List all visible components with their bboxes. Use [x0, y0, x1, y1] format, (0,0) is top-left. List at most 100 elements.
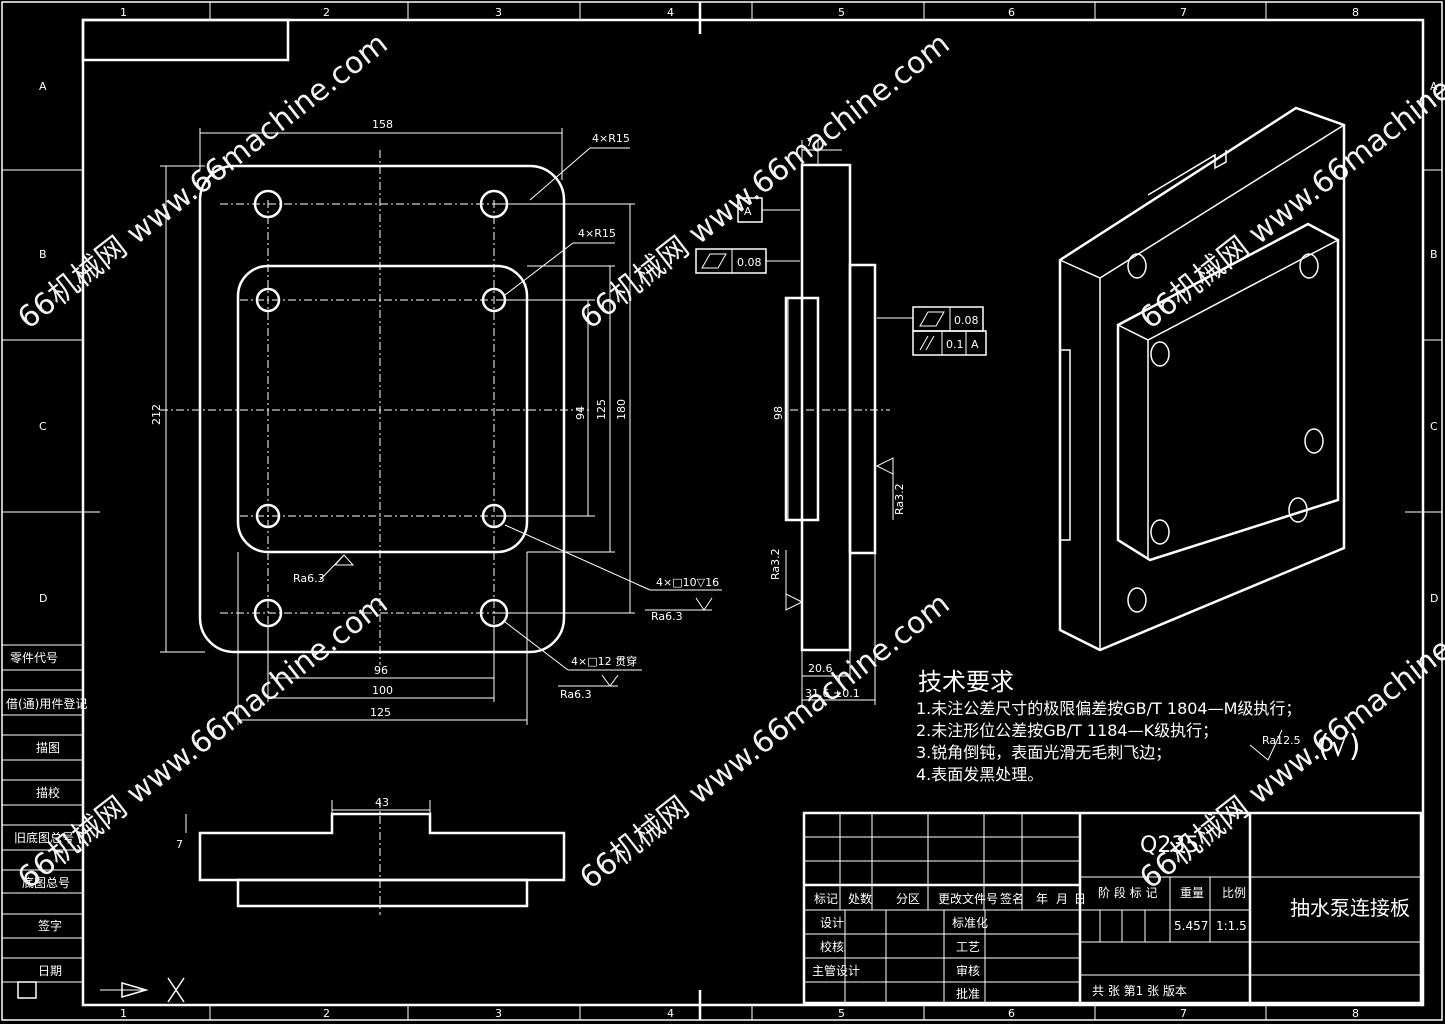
header: 标记	[814, 892, 838, 906]
sidebar-label: 描校	[36, 785, 60, 800]
row-label: D	[39, 592, 47, 605]
grid-columns-bottom: 1 2 3 4 5 6 7 8	[120, 1007, 1359, 1020]
flatness-value-2: 0.08	[954, 314, 979, 327]
parallel-frame	[912, 330, 987, 356]
row-label: C	[1430, 420, 1438, 433]
col-label: 1	[120, 1007, 127, 1020]
hole	[253, 189, 283, 219]
dim-125-h: 125	[370, 706, 391, 719]
dim-94: 94	[574, 406, 587, 420]
sidebar-label: 底图总号	[22, 875, 70, 890]
iso-hole	[1150, 519, 1170, 545]
ra-mark: Ra6.3	[651, 610, 683, 623]
side-boss	[848, 263, 877, 555]
thread-callout-2: 4×□12 贯穿	[571, 654, 637, 668]
grid-rows: A B C D A B C D	[39, 80, 1438, 605]
flatness-icon	[919, 311, 945, 327]
sidebar-label: 描图	[36, 741, 60, 755]
cross-mark-icon	[167, 977, 185, 1003]
datum-a: A	[744, 205, 752, 218]
col-label: 7	[1180, 6, 1187, 19]
tech-item: 4.表面发黑处理。	[916, 765, 1043, 784]
role: 审核	[956, 963, 980, 978]
thread-callout-1: 4×□10▽16	[656, 576, 719, 589]
row-label: A	[39, 80, 47, 93]
square-symbol	[17, 981, 37, 999]
dim-31-6: 31.6 ±0.1	[805, 687, 860, 700]
weight: 5.457	[1174, 919, 1208, 933]
stage-header: 重量	[1180, 886, 1204, 900]
header: 处数	[848, 891, 872, 906]
tech-item: 3.锐角倒钝，表面光滑无毛刺飞边；	[916, 743, 1171, 762]
bottom-view: 43 7	[176, 796, 566, 915]
side-view: 7 A 0.08 0.08 0.1 A 98 Ra3.2 Ra3.2	[695, 136, 987, 705]
col-label: 5	[838, 1007, 845, 1020]
col-label: 4	[667, 6, 674, 19]
outer-plate	[198, 164, 566, 654]
sidebar-label: 日期	[38, 964, 62, 978]
header: 月	[1056, 892, 1068, 906]
iso-hole	[1150, 341, 1170, 367]
parallel-icon	[919, 335, 935, 351]
ra-mark-left: Ra3.2	[769, 548, 782, 580]
iso-hole	[1299, 253, 1319, 279]
col-label: 6	[1008, 6, 1015, 19]
scale: 1:1.5	[1216, 919, 1247, 933]
sidebar-label: 借(通)用件登记	[6, 696, 87, 711]
header: 签名	[1000, 891, 1024, 906]
dim-212: 212	[150, 404, 163, 425]
iso-hole	[1288, 497, 1308, 523]
isometric-view	[1058, 106, 1346, 652]
watermark: 66机械网 www.66machine.com	[11, 26, 394, 336]
dim-r15-inner: 4×R15	[578, 227, 616, 240]
role: 批准	[956, 986, 980, 1001]
col-label: 3	[495, 1007, 502, 1020]
tech-title: 技术要求	[918, 668, 1014, 696]
ra-mark-right: Ra3.2	[893, 483, 906, 515]
watermarks: 66机械网 www.66machine.com 66机械网 www.66mach…	[11, 26, 1445, 896]
role: 主管设计	[812, 963, 860, 978]
col-label: 3	[495, 6, 502, 19]
header: 年	[1036, 892, 1048, 906]
roughness-symbol: (√)	[1318, 729, 1361, 764]
row-label: C	[39, 420, 47, 433]
role: 设计	[820, 916, 844, 930]
row-label: D	[1430, 592, 1438, 605]
tech-item: 1.未注公差尺寸的极限偏差按GB/T 1804—M级执行；	[916, 699, 1301, 718]
col-label: 6	[1008, 1007, 1015, 1020]
iso-hole	[1304, 428, 1324, 454]
dim-96: 96	[374, 664, 388, 677]
iso-hole	[1127, 587, 1147, 613]
col-label: 8	[1352, 1007, 1359, 1020]
sheet-info: 共 张 第1 张 版本	[1092, 984, 1187, 998]
left-sidebar: 零件代号 借(通)用件登记 描图 描校 旧底图总号 底图总号 签字 日期	[2, 644, 185, 1003]
sidebar-label: 零件代号	[10, 651, 58, 665]
code-box	[81, 18, 290, 62]
col-label: 5	[838, 6, 845, 19]
watermark: 66机械网 www.66machine.com	[573, 26, 956, 336]
dim-158: 158	[372, 118, 393, 131]
dim-180: 180	[615, 399, 628, 420]
col-label: 7	[1180, 1007, 1187, 1020]
stage-header: 阶 段 标 记	[1098, 885, 1157, 900]
bottom-outline	[198, 812, 566, 882]
iso-hole	[1127, 253, 1147, 279]
dim-100: 100	[372, 684, 393, 697]
dim-98: 98	[772, 406, 785, 420]
col-label: 2	[323, 6, 330, 19]
side-plate	[800, 163, 852, 652]
parallel-value: 0.1	[946, 338, 964, 351]
inner-boss	[236, 264, 529, 554]
iso-boss-outline	[1116, 222, 1340, 562]
tech-requirements: 技术要求 1.未注公差尺寸的极限偏差按GB/T 1804—M级执行； 2.未注形…	[916, 668, 1361, 784]
hole	[255, 503, 281, 529]
col-label: 4	[667, 1007, 674, 1020]
parallel-datum: A	[971, 338, 979, 351]
title-block: Q235 抽水泵连接板 标记 处数 分区 更改文件号 签名 年 月 日 设计 校…	[802, 811, 1423, 1005]
dim-7-bottom: 7	[176, 838, 183, 851]
header: 分区	[896, 892, 920, 906]
ra-mark: Ra6.3	[560, 688, 592, 701]
general-roughness: Ra12.5	[1262, 734, 1301, 747]
